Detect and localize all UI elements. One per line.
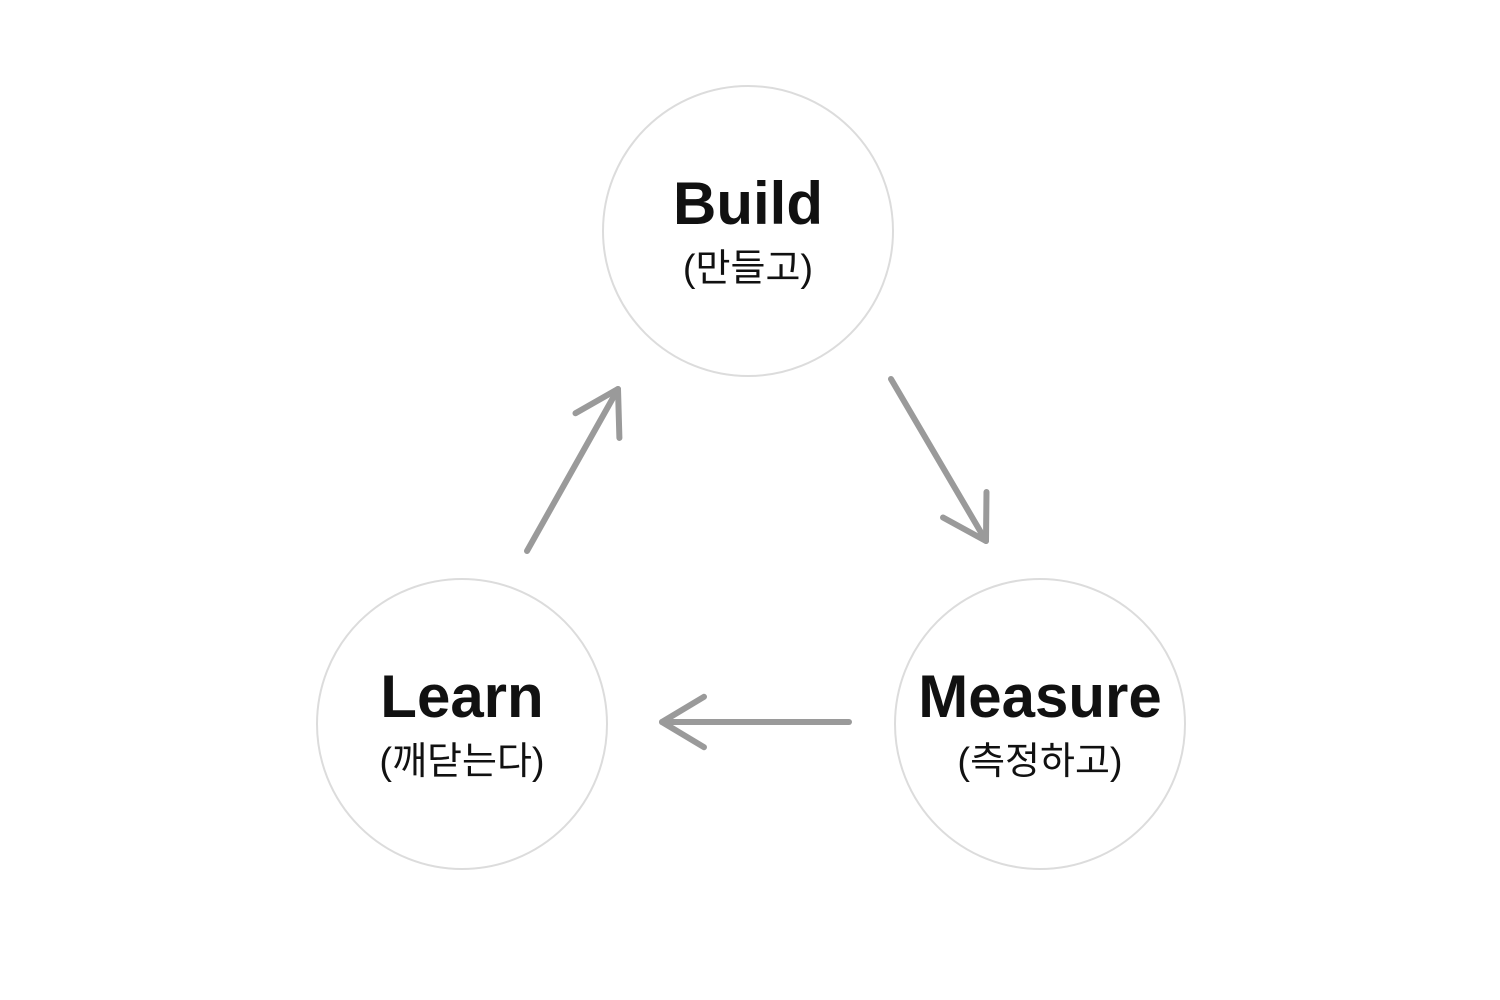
node-build-label: Build [673,169,823,237]
node-measure-label: Measure [918,662,1162,730]
node-build-sublabel: (만들고) [682,247,814,290]
node-measure-sublabel: (측정하고) [957,740,1123,783]
node-learn-label: Learn [380,662,544,730]
node-build: Build (만들고) [602,85,894,377]
arrow-build-to-measure [888,376,990,544]
node-measure: Measure (측정하고) [894,578,1186,870]
node-learn-sublabel: (깨닫는다) [379,740,545,783]
node-learn: Learn (깨닫는다) [316,578,608,870]
arrow-learn-to-build [524,386,623,554]
